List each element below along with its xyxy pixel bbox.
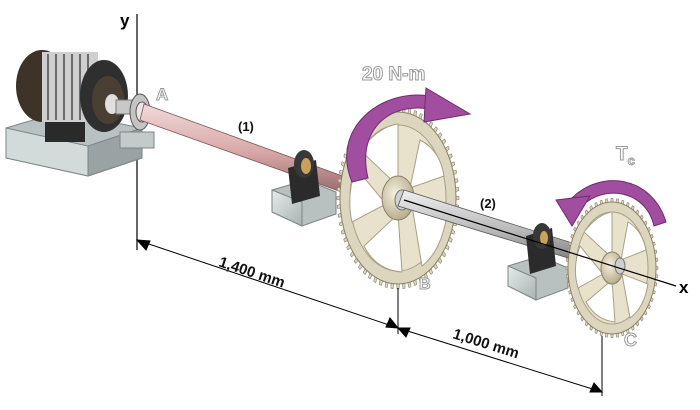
torque-c-label: Tc	[616, 144, 635, 168]
torque-arrow-c	[555, 180, 667, 227]
x-axis: x	[403, 199, 689, 297]
shaft-1-label: (1)	[238, 119, 254, 134]
bearing-block-2	[507, 223, 569, 301]
x-axis-label: x	[679, 278, 689, 297]
bearing-block-1	[271, 150, 337, 227]
torque-b-label: 20 N-m	[362, 64, 425, 85]
y-axis-label: y	[120, 11, 130, 30]
torque-arrow-b	[346, 87, 472, 183]
gear-c	[565, 198, 659, 338]
point-c-label: C	[624, 330, 637, 350]
point-b-label: B	[419, 276, 431, 293]
dimension-ab-label: 1,400 mm	[217, 254, 287, 292]
dimension-ab	[135, 239, 400, 334]
point-a-label: A	[156, 85, 168, 104]
dimension-bc-label: 1,000 mm	[451, 326, 521, 363]
shaft-1	[139, 103, 371, 201]
shaft-2-label: (2)	[480, 196, 496, 211]
dimension-bc	[396, 327, 604, 396]
motor	[5, 50, 143, 177]
